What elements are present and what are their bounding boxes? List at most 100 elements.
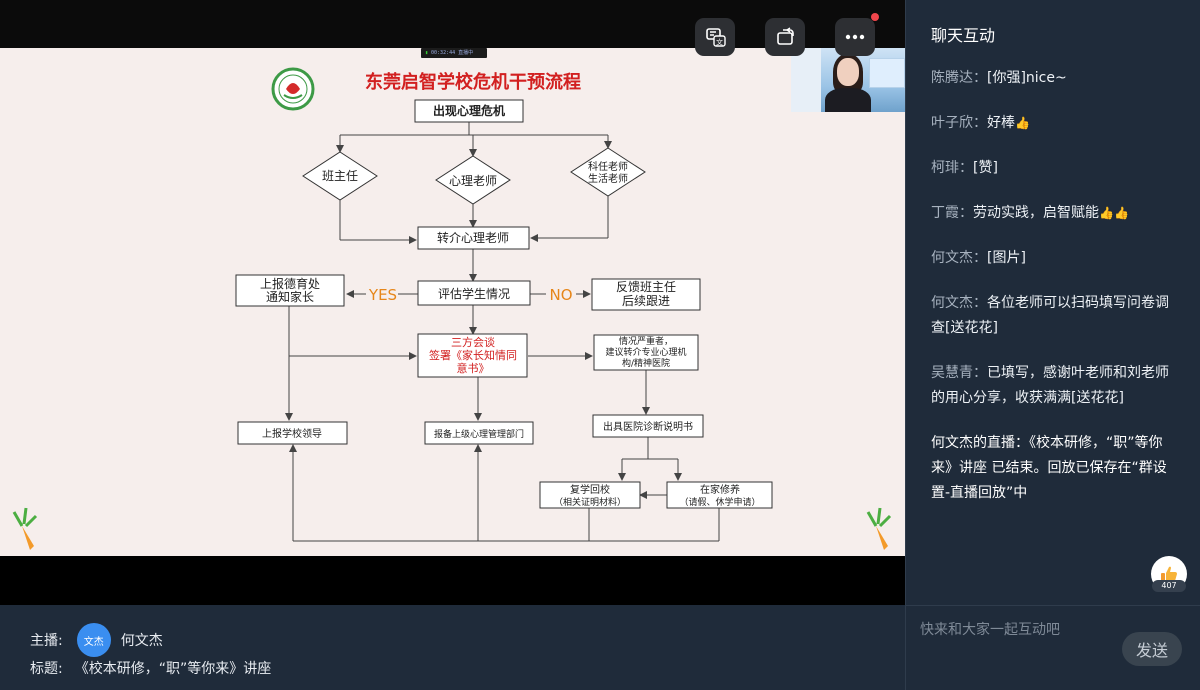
chat-message: 丁霞：劳动实践，启智赋能👍👍 — [931, 201, 1181, 226]
node-subject-teacher-label-2: 生活老师 — [588, 172, 628, 185]
node-start — [414, 99, 524, 123]
chat-text: [你强]nice~ — [987, 70, 1067, 86]
chat-text: [图片] — [987, 250, 1026, 266]
yes-label: YES — [368, 286, 397, 304]
node-report-leader-label: 上报学校领导 — [262, 427, 322, 440]
slide-title: 东莞启智学校危机干预流程 — [365, 71, 581, 93]
thumbs-up-icon — [1161, 566, 1177, 582]
school-logo — [271, 67, 315, 111]
host-label: 主播: — [30, 633, 63, 649]
host-avatar[interactable]: 文杰 — [76, 623, 111, 657]
rotate-screen-button[interactable] — [765, 18, 805, 56]
node-severe-label-2: 建议转介专业心理机 — [605, 346, 686, 358]
speaker-camera[interactable] — [791, 48, 905, 112]
node-diagnosis-label: 出具医院诊断说明书 — [603, 420, 693, 433]
title-label: 标题: — [30, 661, 63, 677]
node-meeting — [417, 333, 528, 378]
chat-text: [赞] — [973, 160, 998, 176]
chat-message-list[interactable]: 陈腾达：[你强]nice~ 叶子欣：好棒👍 柯琲：[赞] 丁霞：劳动实践，启智赋… — [931, 66, 1181, 506]
node-diagnosis — [592, 414, 704, 438]
node-home-label-2: （请假、休学申请） — [679, 496, 760, 508]
node-psych-teacher-label: 心理老师 — [449, 174, 497, 188]
chat-nick: 吴慧青： — [931, 365, 987, 381]
node-referral-label: 转介心理老师 — [437, 230, 509, 245]
node-home-label-1: 在家修养 — [700, 483, 740, 496]
node-referral — [417, 226, 530, 250]
subtitle-translate-icon: 文 — [706, 28, 726, 47]
node-report-moral-label-2: 通知家长 — [266, 289, 314, 304]
chat-text: 已填写，感谢叶老师和刘老师的用心分享，收获满满[送花花] — [931, 365, 1169, 406]
chat-message: 叶子欣：好棒👍 — [931, 111, 1181, 136]
node-report-dept-label: 报备上级心理管理部门 — [434, 428, 524, 440]
chat-title: 聊天互动 — [931, 26, 996, 45]
carrot-decoration-right — [866, 507, 892, 550]
chat-nick: 丁霞： — [931, 205, 973, 221]
carrot-decoration-left — [12, 507, 38, 550]
node-evaluate-label: 评估学生情况 — [438, 286, 510, 301]
recording-status: 直播中 — [458, 50, 474, 56]
system-message: 何文杰的直播：《校本研修，“职”等你来》讲座 已结束。回放已保存在“群设置-直播… — [931, 435, 1167, 501]
chat-text: 劳动实践，启智赋能 — [973, 205, 1099, 221]
chat-input-area: 发送 — [905, 605, 1200, 690]
node-return-label-2: （相关证明材料） — [554, 496, 626, 508]
notification-dot — [871, 13, 879, 21]
chat-nick: 陈腾达： — [931, 70, 987, 86]
node-report-moral-label-1: 上报德育处 — [260, 276, 320, 291]
thumbs-up-icon: 👍 — [1099, 206, 1114, 220]
chat-nick: 柯琲： — [931, 160, 973, 176]
node-subject-teacher-label-1: 科任老师 — [588, 160, 628, 173]
send-button[interactable]: 发送 — [1122, 632, 1182, 666]
chat-nick: 何文杰： — [931, 295, 987, 311]
node-start-label: 出现心理危机 — [433, 103, 505, 118]
subtitle-translate-button[interactable]: 文 — [695, 18, 735, 56]
shared-slide: 东莞启智学校危机干预流程 — [0, 48, 905, 556]
node-class-teacher — [302, 151, 378, 201]
title-row: 标题: 《校本研修，“职”等你来》讲座 — [30, 658, 271, 678]
flowchart: 东莞启智学校危机干预流程 — [12, 67, 892, 550]
node-meeting-label-2: 签署《家长知情同 — [429, 348, 517, 362]
thumbs-up-icon: 👍 — [1113, 206, 1129, 220]
node-psych-teacher — [435, 155, 511, 205]
host-name: 何文杰 — [120, 633, 163, 649]
chat-nick: 何文杰： — [931, 250, 987, 266]
chat-nick: 叶子欣： — [931, 115, 987, 131]
rotate-screen-icon — [777, 27, 794, 45]
node-home — [666, 481, 773, 509]
recording-indicator: ▮ 00:32:44 直播中 — [421, 48, 487, 58]
video-topbar — [0, 0, 905, 48]
chat-message: 何文杰：[图片] — [931, 246, 1181, 271]
node-feedback-label-1: 反馈班主任 — [616, 280, 676, 294]
chat-text: 好棒 — [987, 115, 1015, 131]
more-dots-icon — [845, 34, 865, 40]
node-evaluate — [417, 280, 531, 306]
video-area: 东莞启智学校危机干预流程 — [0, 0, 905, 556]
node-feedback-label-2: 后续跟进 — [622, 294, 670, 308]
node-severe — [593, 334, 699, 371]
chat-message: 陈腾达：[你强]nice~ — [931, 66, 1181, 91]
chat-panel: 聊天互动 陈腾达：[你强]nice~ 叶子欣：好棒👍 柯琲：[赞] 丁霞：劳动实… — [905, 0, 1200, 605]
chat-text: 各位老师可以扫码填写问卷调查[送花花] — [931, 295, 1169, 336]
node-report-moral — [235, 274, 345, 307]
chat-message: 何文杰：各位老师可以扫码填写问卷调查[送花花] — [931, 291, 1181, 341]
node-return — [539, 481, 641, 509]
chat-message: 吴慧青：已填写，感谢叶老师和刘老师的用心分享，收获满满[送花花] — [931, 361, 1181, 411]
node-report-dept — [424, 421, 534, 445]
chat-input[interactable] — [920, 616, 1120, 644]
node-return-label-1: 复学回校 — [570, 483, 610, 496]
node-severe-label-1: 情况严重者， — [619, 335, 673, 347]
node-meeting-label-3: 意书》 — [457, 361, 490, 375]
node-class-teacher-label: 班主任 — [322, 169, 358, 183]
node-report-leader — [237, 421, 348, 445]
host-avatar-text: 文杰 — [83, 636, 104, 648]
thumbs-up-icon: 👍 — [1015, 116, 1030, 130]
more-button[interactable] — [835, 18, 875, 56]
live-title: 《校本研修，“职”等你来》讲座 — [74, 661, 272, 677]
node-severe-label-3: 构/精神医院 — [622, 357, 670, 369]
svg-text:文: 文 — [716, 38, 723, 47]
like-count: 407 — [1152, 580, 1186, 592]
node-subject-teacher — [570, 147, 646, 197]
chat-message: 柯琲：[赞] — [931, 156, 1181, 181]
node-meeting-label-1: 三方会谈 — [451, 335, 495, 349]
recording-time: 00:32:44 — [431, 50, 456, 56]
node-feedback — [591, 278, 701, 311]
